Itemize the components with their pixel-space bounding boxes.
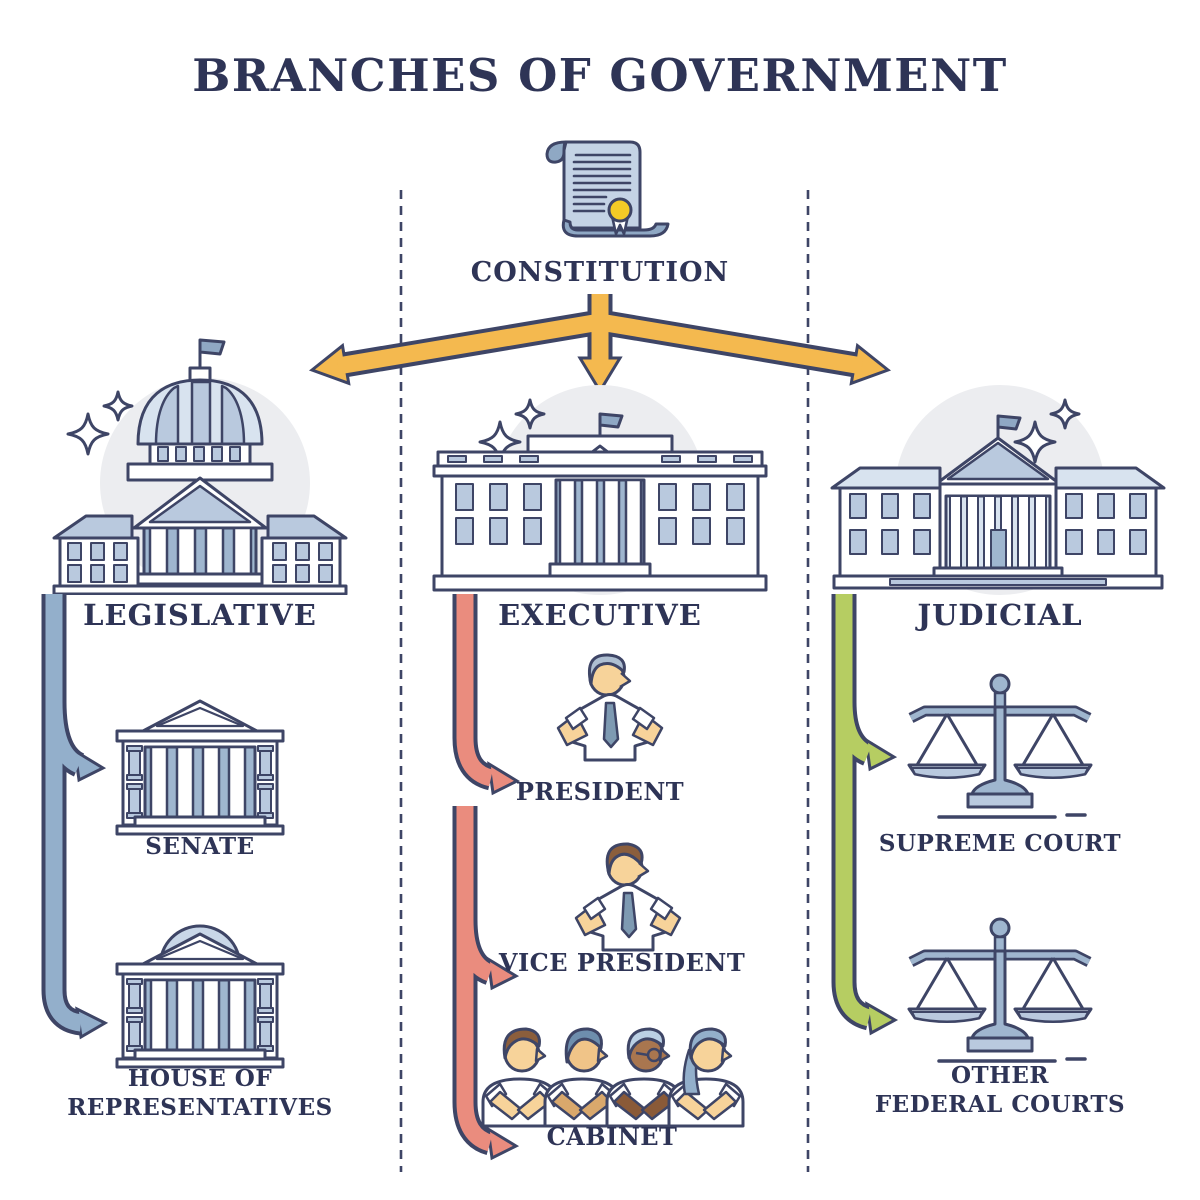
arrowhead-right-icon [73, 748, 107, 783]
scales-of-justice-icon [907, 917, 1093, 1063]
flow-arrow-executive [452, 594, 521, 1161]
label-vice-president: VICE PRESIDENT [498, 948, 746, 977]
constitution-label: CONSTITUTION [470, 257, 730, 288]
white-house-icon [432, 412, 768, 592]
arrowhead-right-icon [487, 761, 521, 796]
arrowhead-right-icon [75, 1006, 109, 1040]
seal-icon [607, 197, 633, 223]
label-president: PRESIDENT [515, 777, 685, 806]
arrowhead-right-icon [864, 737, 898, 772]
sparkle-icon [1013, 398, 1081, 464]
page-title: BRANCHES OF GOVERNMENT [192, 49, 1008, 102]
scroll-document-icon [545, 140, 670, 238]
courthouse-building-icon [830, 414, 1166, 590]
flow-arrow-legislative [41, 594, 109, 1040]
label-supreme-court: SUPREME COURT [878, 830, 1122, 857]
label-house-of-representatives: HOUSE OF REPRESENTATIVES [67, 1065, 333, 1121]
label-other-federal-courts: OTHER FEDERAL COURTS [874, 1062, 1126, 1118]
branch-label-legislative: LEGISLATIVE [83, 598, 317, 632]
constitution-distribution-arrows [308, 294, 892, 394]
arrowhead-right-icon [865, 1001, 899, 1036]
president-icon [556, 653, 664, 762]
branch-label-executive: EXECUTIVE [498, 598, 702, 632]
arrowhead-right-icon [486, 1126, 520, 1161]
cabinet-group-icon [481, 1027, 745, 1128]
label-senate: SENATE [145, 833, 255, 860]
capitol-building-icon [52, 338, 348, 595]
senate-building-icon [115, 699, 285, 836]
vice-president-icon [574, 842, 682, 952]
house-building-icon [115, 924, 285, 1069]
arrowhead-right-icon [486, 956, 520, 991]
scales-of-justice-icon [907, 673, 1093, 819]
sparkle-icon [66, 390, 134, 456]
label-cabinet: CABINET [546, 1122, 678, 1151]
flow-arrow-judicial [831, 594, 899, 1036]
branch-label-judicial: JUDICIAL [917, 598, 1083, 632]
